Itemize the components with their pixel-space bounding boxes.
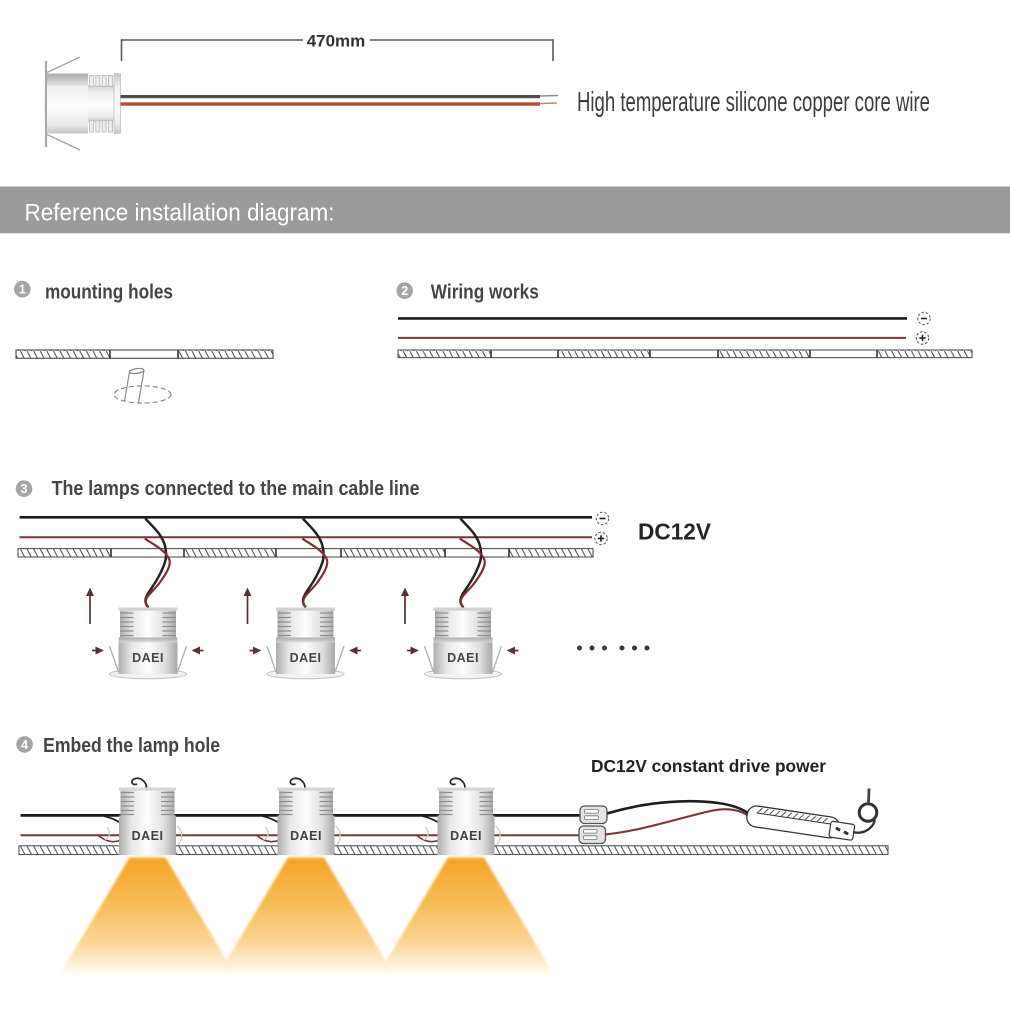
svg-text:470mm: 470mm bbox=[307, 32, 366, 51]
svg-text:Reference installation diagram: Reference installation diagram: bbox=[25, 200, 335, 227]
svg-text:3: 3 bbox=[21, 482, 28, 496]
svg-text:DC12V constant drive power: DC12V constant drive power bbox=[591, 756, 826, 776]
svg-text:High temperature silicone copp: High temperature silicone copper core wi… bbox=[577, 86, 930, 117]
svg-text:4: 4 bbox=[21, 738, 28, 752]
svg-text:The lamps connected to the mai: The lamps connected to the main cable li… bbox=[52, 478, 420, 500]
svg-text:1: 1 bbox=[19, 283, 26, 297]
svg-text:Wiring works: Wiring works bbox=[431, 282, 539, 304]
svg-text:DC12V: DC12V bbox=[638, 519, 712, 545]
svg-text:mounting holes: mounting holes bbox=[45, 281, 173, 303]
svg-text:2: 2 bbox=[401, 284, 408, 298]
svg-text:Embed the lamp hole: Embed the lamp hole bbox=[43, 735, 220, 757]
